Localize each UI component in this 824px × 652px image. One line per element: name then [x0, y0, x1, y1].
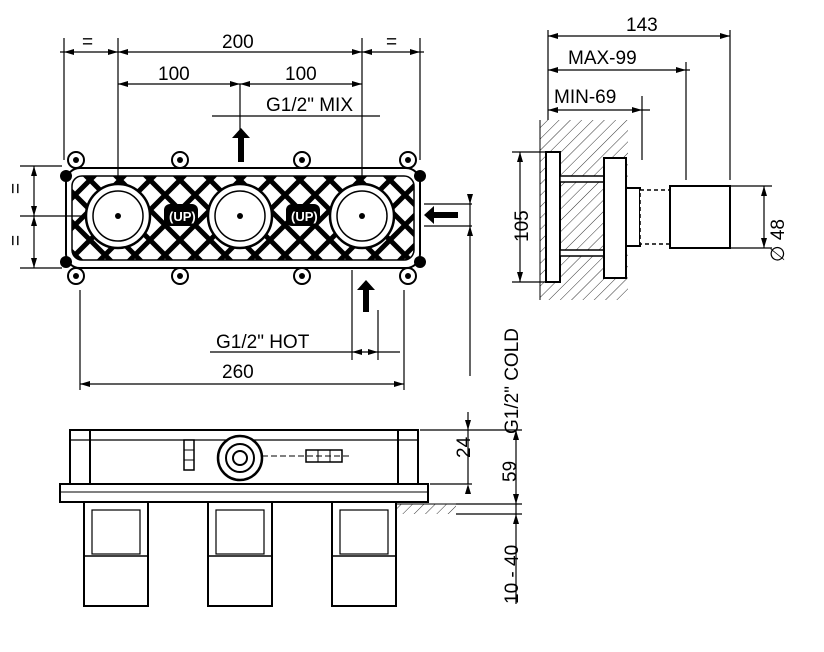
extension-block-left: [83, 501, 149, 607]
side-view: 143 MAX-99 MIN-69 105 ∅ 48: [512, 15, 789, 300]
valve-right: [328, 182, 396, 250]
dim-cold-port: G1/2" COLD: [502, 328, 523, 434]
side-frame-plate: [545, 151, 561, 283]
front-view: = 200 = 100 100 G1/2" MIX = =: [6, 32, 523, 434]
bottom-view: 24 59 10 - 40: [59, 412, 523, 607]
bottom-frame-base: [59, 483, 429, 503]
dim-total-depth: 143: [626, 15, 658, 36]
dim-range: 10 - 40: [502, 545, 523, 604]
dim-equal-right: =: [386, 32, 397, 53]
dim-diameter: ∅ 48: [768, 219, 789, 262]
dim-half-right: 100: [285, 64, 317, 85]
valve-left: [84, 182, 152, 250]
dim-half-left: 100: [158, 64, 190, 85]
valve-center: [206, 182, 274, 250]
dim-mix-port: G1/2" MIX: [266, 95, 353, 116]
up-badge-right-text: (UP): [291, 209, 318, 224]
dim-hot-port: G1/2" HOT: [216, 332, 310, 353]
dim-overall-bottom: 260: [222, 362, 254, 383]
mounting-frame: [65, 167, 421, 269]
extension-block-right: [331, 501, 397, 607]
dim-equal-v-top: =: [6, 183, 27, 194]
dim-max-depth: MAX-99: [568, 48, 637, 69]
dim-equal-v-bottom: =: [6, 235, 27, 246]
mounting-lugs: [60, 151, 426, 285]
up-badge-left-text: (UP): [169, 209, 196, 224]
dim-side-height: 105: [512, 210, 533, 242]
up-badge-right: [286, 204, 320, 226]
side-extension-sleeve: [669, 185, 731, 249]
dim-24: 24: [454, 436, 475, 458]
extension-block-center: [207, 501, 273, 607]
up-badge-left: [164, 204, 198, 226]
dim-equal-left: =: [82, 32, 93, 53]
hot-arrow-icon: [357, 280, 375, 312]
dim-59: 59: [500, 461, 521, 482]
dim-min-depth: MIN-69: [554, 87, 616, 108]
cold-arrow-icon: [424, 206, 458, 224]
mix-arrow-icon: [232, 128, 250, 162]
dim-overall-top: 200: [222, 32, 254, 53]
side-valve-body: [603, 157, 627, 279]
